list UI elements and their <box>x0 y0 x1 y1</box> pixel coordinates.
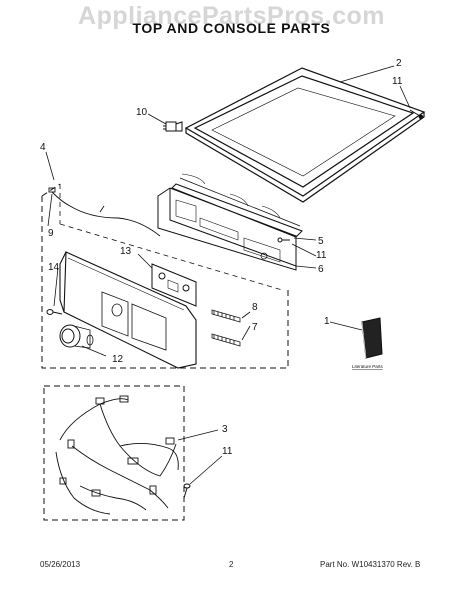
callout-13: 13 <box>120 246 132 257</box>
callout-3: 3 <box>222 424 228 435</box>
console-panel-icon <box>59 251 197 369</box>
callout-10: 10 <box>136 107 148 118</box>
callout-5: 5 <box>318 236 324 247</box>
screw-icon <box>46 309 63 315</box>
callout-2: 2 <box>396 58 402 69</box>
callout-11: 11 <box>222 446 233 457</box>
callout-6: 6 <box>318 264 324 275</box>
callout-8: 8 <box>252 302 258 313</box>
assembly-outline <box>41 183 289 369</box>
screw-icon <box>277 237 290 243</box>
harness-outline <box>43 385 185 521</box>
literature-label: Literature Parts <box>352 364 384 369</box>
callout-11: 11 <box>392 76 403 87</box>
page-title: TOP AND CONSOLE PARTS <box>132 20 331 36</box>
screw-icon <box>183 483 191 499</box>
footer-date: 05/26/2013 <box>40 560 81 569</box>
assembly-outline <box>59 184 283 291</box>
footer-page-number: 2 <box>229 560 234 569</box>
leader-lines <box>45 65 411 485</box>
literature-booklet-icon <box>361 317 383 359</box>
knob-icon <box>59 324 94 349</box>
callout-9: 9 <box>48 228 54 239</box>
hinge-bracket-icon <box>163 121 183 132</box>
footer-part-number: Part No. W10431370 Rev. B <box>320 560 421 569</box>
callout-12: 12 <box>112 354 124 365</box>
screw-icon <box>409 109 424 120</box>
callout-1: 1 <box>324 316 330 327</box>
top-panel-icon <box>184 67 426 203</box>
callout-11: 11 <box>316 250 327 261</box>
watermark: AppliancePartsPros.com <box>78 2 385 30</box>
callout-7: 7 <box>252 322 258 333</box>
spring-strip-icon <box>211 309 241 347</box>
control-board-icon <box>151 263 197 307</box>
wire-harness-icon <box>55 395 179 515</box>
callout-14: 14 <box>48 262 60 273</box>
harness-wire-icon <box>48 187 161 237</box>
console-bracket-icon <box>157 173 303 271</box>
callout-4: 4 <box>40 142 46 153</box>
